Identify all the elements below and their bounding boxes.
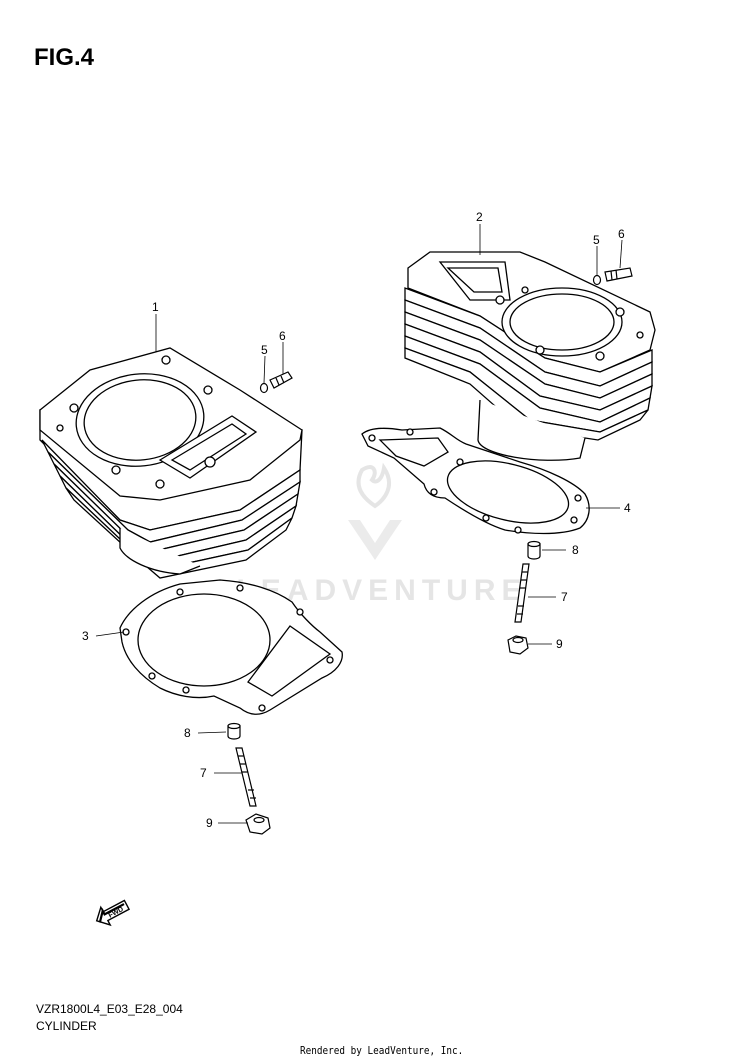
callout-front-washer: 5 (261, 343, 268, 357)
figure-title: FIG.4 (34, 44, 95, 71)
callout-rear-stud: 7 (561, 590, 568, 604)
front-nut[interactable] (245, 813, 271, 835)
rear-dowel-pin[interactable] (527, 540, 541, 560)
callout-front-cylinder: 1 (152, 300, 159, 314)
callout-front-gasket: 3 (82, 629, 89, 643)
front-oil-jet[interactable] (269, 371, 293, 389)
front-washer[interactable] (259, 382, 269, 394)
leadventure-logo-icon (348, 462, 402, 560)
leader-lines (95, 224, 623, 824)
callout-rear-washer: 5 (593, 233, 600, 247)
callout-rear-nut: 9 (556, 637, 563, 651)
rear-cylinder-gasket[interactable] (361, 427, 590, 535)
callout-rear-cylinder: 2 (476, 210, 483, 224)
callout-numbers: 1 2 5 6 5 6 3 4 8 7 9 8 7 9 (82, 210, 631, 830)
front-cylinder-gasket[interactable] (119, 579, 343, 715)
rear-stud-bolt[interactable] (514, 563, 530, 623)
front-cylinder[interactable] (39, 347, 303, 579)
callout-front-nut: 9 (206, 816, 213, 830)
rear-cylinder[interactable] (404, 251, 656, 461)
callout-rear-dowel: 8 (572, 543, 579, 557)
render-credit: Rendered by LeadVenture, Inc. (300, 1044, 464, 1057)
callout-front-jet: 6 (279, 329, 286, 343)
callout-front-stud: 7 (200, 766, 207, 780)
fwd-arrow-icon: FWD (95, 899, 131, 927)
drawing-name: CYLINDER (36, 1019, 97, 1033)
callout-front-dowel: 8 (184, 726, 191, 740)
rear-washer[interactable] (592, 274, 602, 286)
callout-rear-gasket: 4 (624, 501, 631, 515)
rear-oil-jet[interactable] (604, 267, 633, 282)
drawing-code: VZR1800L4_E03_E28_004 (36, 1002, 183, 1016)
front-stud-bolt[interactable] (235, 747, 257, 807)
callout-rear-jet: 6 (618, 227, 625, 241)
front-dowel-pin[interactable] (227, 722, 241, 740)
rear-nut[interactable] (507, 635, 529, 655)
